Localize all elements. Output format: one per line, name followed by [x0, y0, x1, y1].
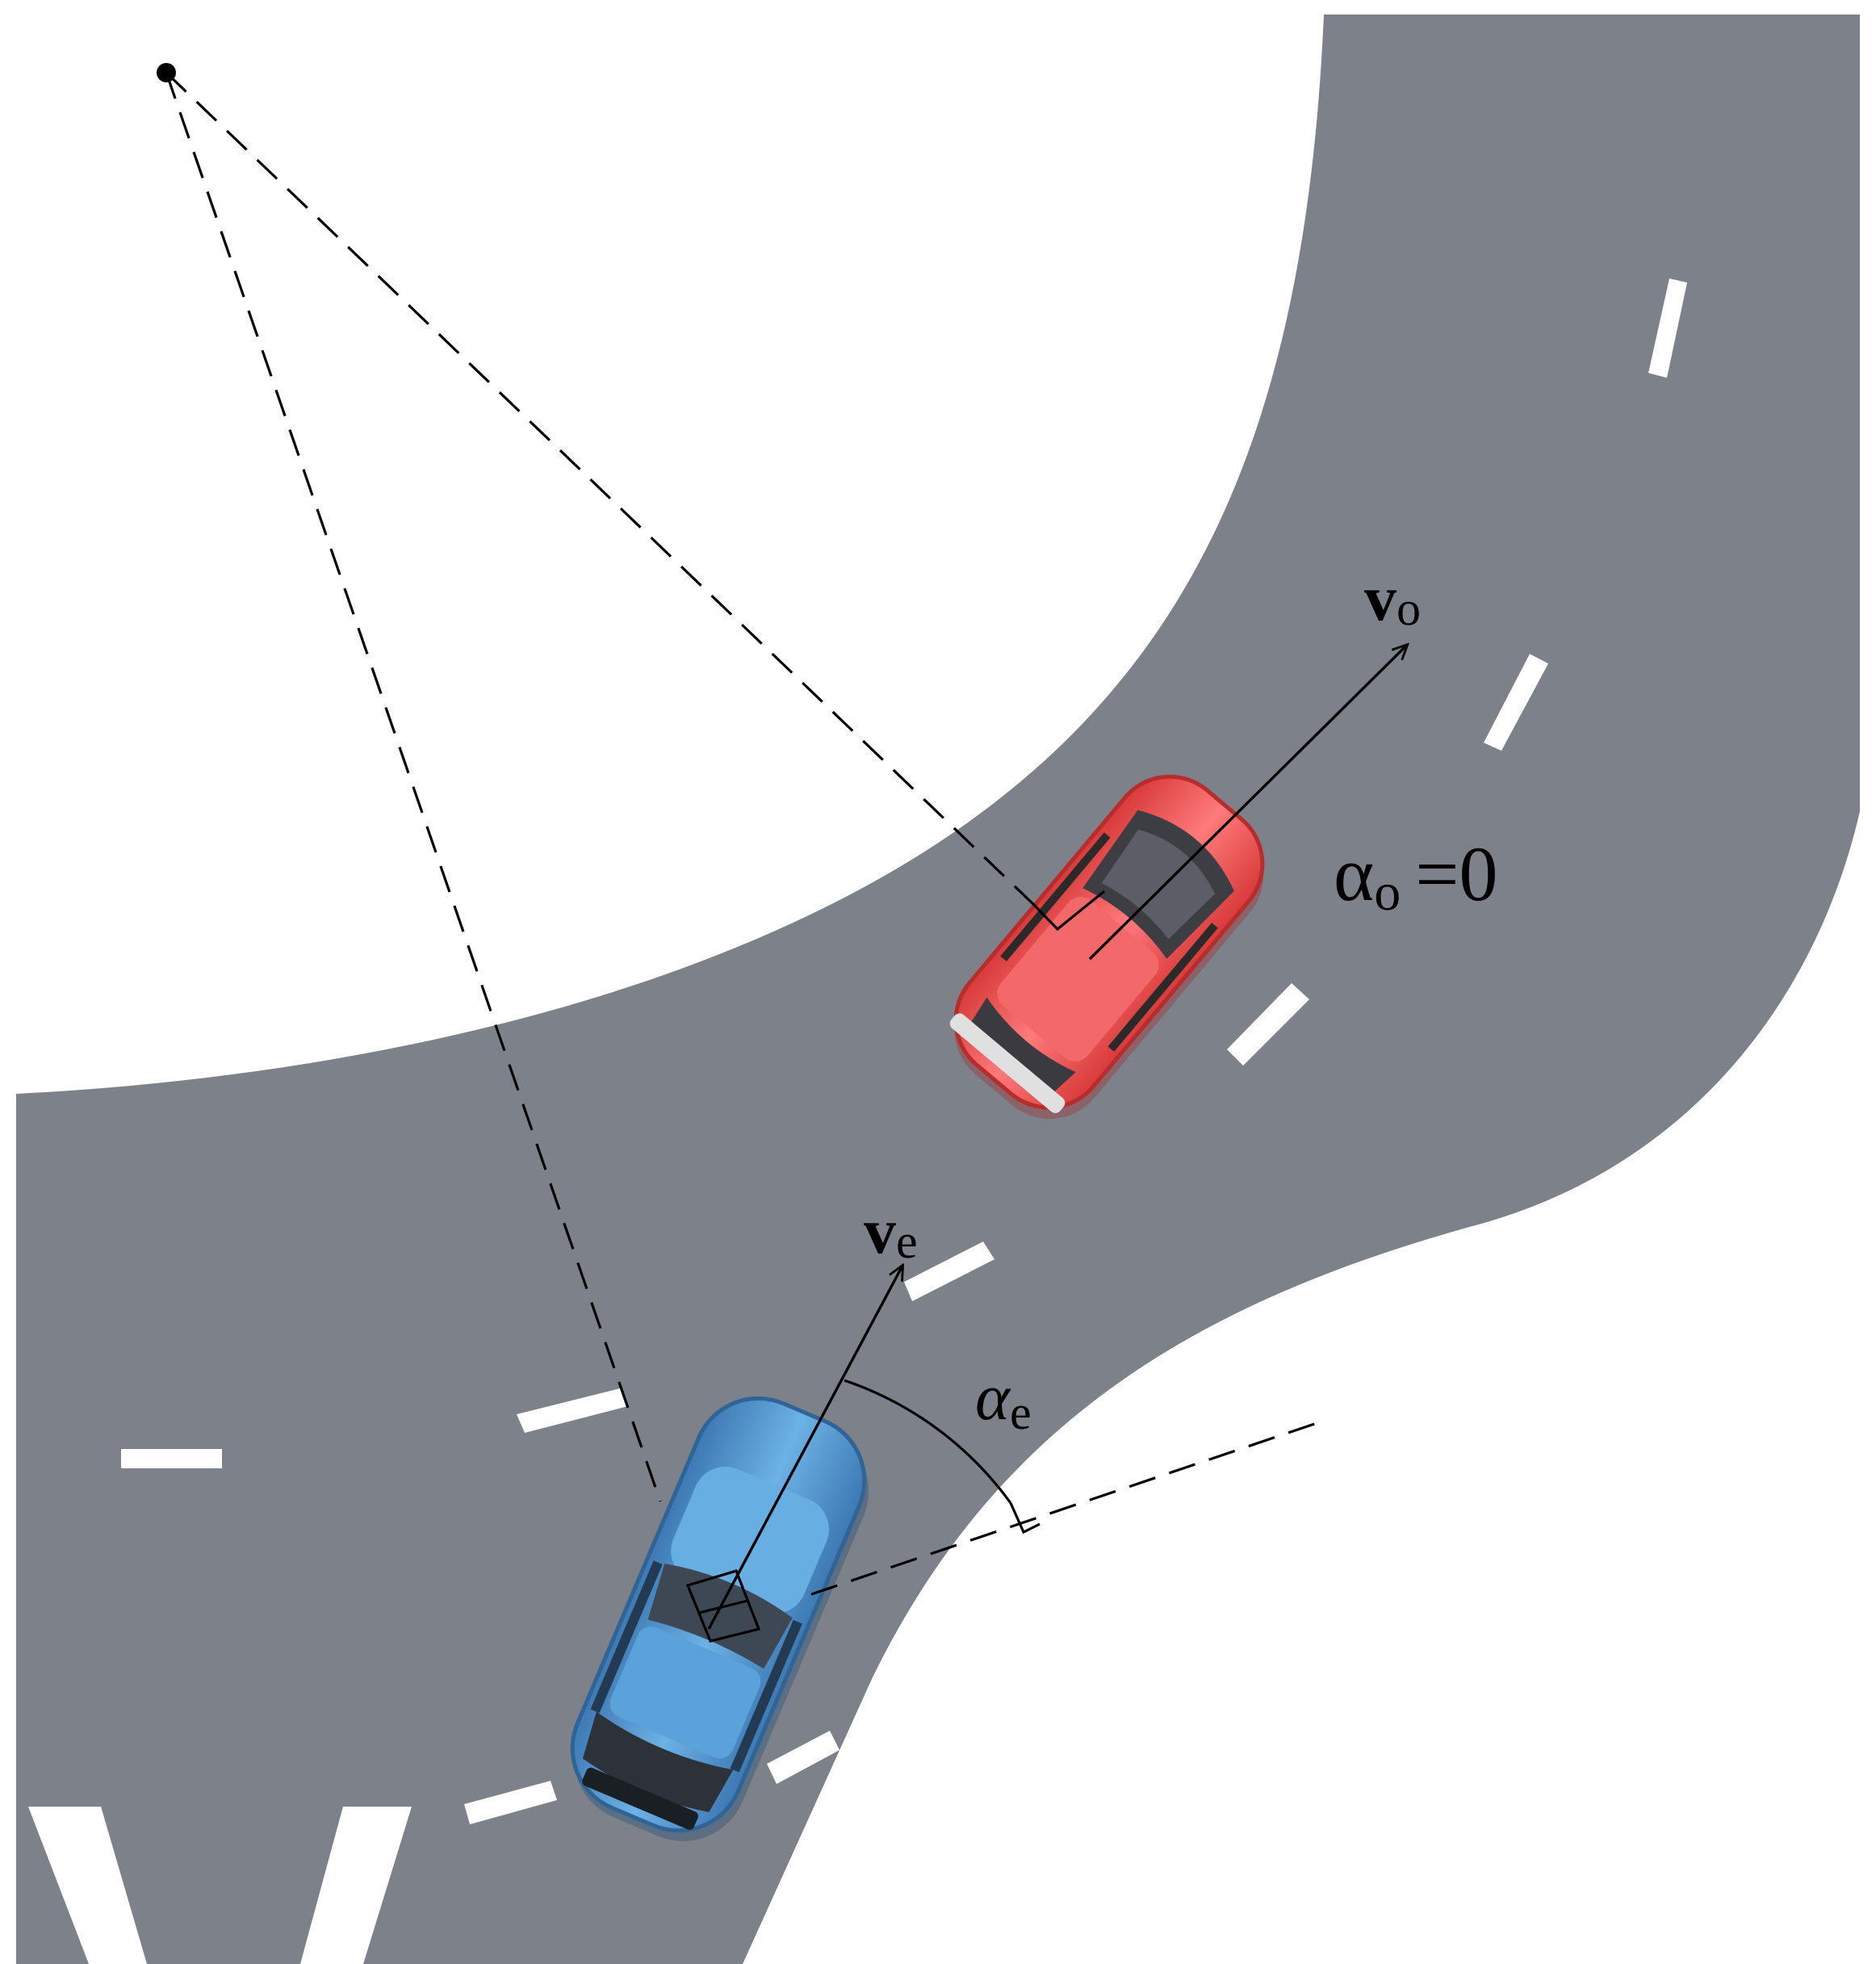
right-angle-marker-ego [685, 1569, 761, 1643]
radius-line-to-ego [165, 72, 662, 1502]
velocity-vector-other [1088, 645, 1407, 961]
outer-edge-line-2 [788, 867, 1863, 1964]
tangent-line-ego [810, 1419, 1325, 1596]
v-o-label: vo [1364, 563, 1421, 635]
alpha-o-label: αo=0 [1334, 831, 1497, 922]
road [15, 14, 1863, 1964]
road-surface [16, 15, 1860, 1964]
outer-edge-line [764, 839, 1863, 1964]
other-vehicle-car [949, 774, 1265, 1119]
v-e-label: ve [864, 1196, 918, 1268]
construction-lines [157, 63, 1325, 1643]
lane-dashes [28, 278, 1687, 1964]
radius-line-to-other [165, 71, 1035, 906]
inner-edge-line [15, 14, 1301, 1067]
velocity-vectors [707, 645, 1407, 1630]
alpha-e-angle-arc [844, 1379, 1012, 1504]
alpha-e-tick [1009, 1502, 1041, 1535]
inner-edge-line-2 [15, 14, 1317, 1087]
alpha-e-label: αe [975, 1360, 1032, 1439]
velocity-vector-ego [707, 1266, 902, 1630]
ego-vehicle-car [570, 1396, 869, 1841]
right-angle-marker-other [1032, 890, 1106, 932]
